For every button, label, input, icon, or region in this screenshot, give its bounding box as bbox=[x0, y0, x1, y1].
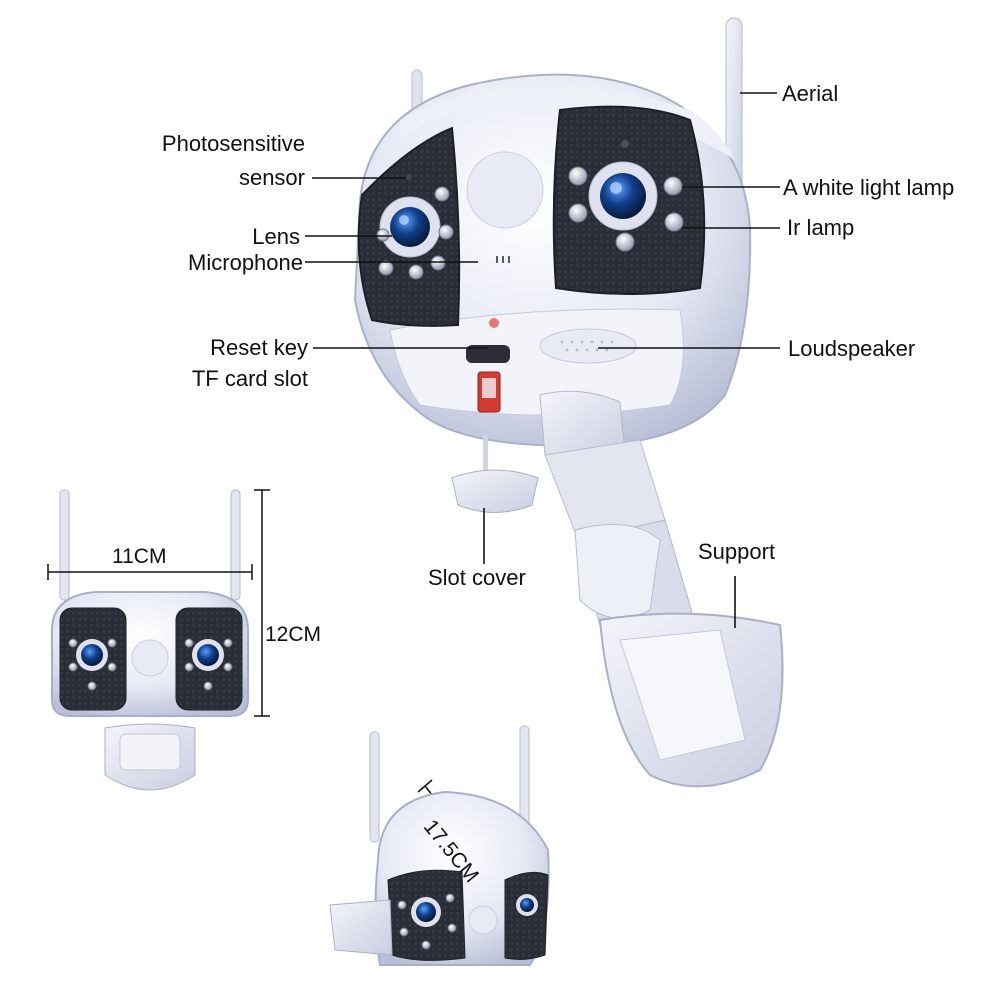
dimension-height: 12CM bbox=[265, 623, 322, 646]
label-aerial: Aerial bbox=[782, 81, 839, 106]
angled-view-camera bbox=[329, 725, 550, 966]
label-loudspeaker: Loudspeaker bbox=[788, 336, 916, 361]
label-white-light-lamp: A white light lamp bbox=[783, 175, 955, 200]
label-support: Support bbox=[698, 539, 776, 564]
label-microphone: Microphone bbox=[188, 250, 303, 275]
loudspeaker bbox=[539, 328, 637, 364]
label-ir-lamp: Ir lamp bbox=[787, 215, 855, 240]
main-camera bbox=[353, 17, 752, 447]
white-light-lamp bbox=[663, 176, 683, 196]
label-slot-cover: Slot cover bbox=[428, 565, 526, 590]
ir-lamp bbox=[664, 212, 684, 232]
label-photosensitive-line2: sensor bbox=[238, 165, 305, 190]
label-photosensitive-line1: Photosensitive bbox=[161, 131, 305, 156]
label-reset-key: Reset key bbox=[210, 335, 308, 360]
front-view-camera bbox=[51, 489, 249, 791]
slot-cover bbox=[451, 435, 539, 513]
label-tf-card-slot: TF card slot bbox=[191, 366, 308, 391]
label-lens: Lens bbox=[252, 224, 300, 249]
leader-lines bbox=[305, 92, 780, 628]
support-bracket bbox=[539, 390, 784, 788]
dimension-width: 11CM bbox=[112, 545, 167, 568]
